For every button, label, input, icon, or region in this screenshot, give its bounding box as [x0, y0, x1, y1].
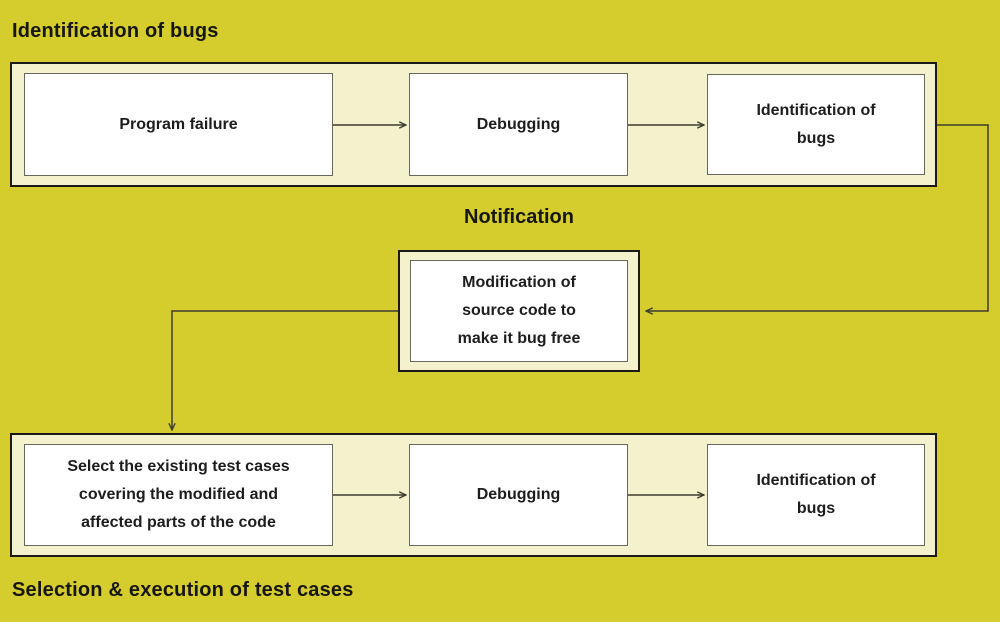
- node-label: Program failure: [119, 115, 238, 133]
- node-label-line: source code to: [462, 302, 576, 319]
- node-program-failure: Program failure: [24, 73, 333, 176]
- node-select-existing-test-cases: Select the existing test cases covering …: [24, 444, 333, 546]
- label-selection-execution-of-test-cases: Selection & execution of test cases: [12, 579, 354, 601]
- node-label-line: Identification of: [756, 101, 876, 119]
- label-notification: Notification: [464, 206, 574, 228]
- label-identification-of-bugs: Identification of bugs: [12, 20, 219, 42]
- node-debugging-top: Debugging: [409, 73, 628, 176]
- node-label: Debugging: [476, 115, 561, 133]
- node-label-line: make it bug free: [457, 330, 581, 347]
- node-label-line: Identification of: [756, 472, 876, 489]
- arrow-modification-to-selection-band: [172, 310, 398, 430]
- node-label-line: Modification of: [462, 274, 576, 291]
- node-debugging-bottom: Debugging: [409, 444, 628, 546]
- node-modification-of-source-code: Modification of source code to make it b…: [410, 260, 628, 362]
- node-label: Debugging: [476, 486, 561, 503]
- node-label-line: covering the modified and: [78, 486, 279, 503]
- node-label-line: bugs: [796, 500, 836, 517]
- node-identification-of-bugs-top: Identification of bugs: [707, 74, 925, 175]
- node-label-line: Select the existing test cases: [67, 458, 290, 475]
- node-label-line: bugs: [796, 129, 836, 147]
- node-modification-frame: Modification of source code to make it b…: [398, 250, 640, 372]
- node-identification-of-bugs-bottom: Identification of bugs: [707, 444, 925, 546]
- node-label-line: affected parts of the code: [81, 514, 276, 531]
